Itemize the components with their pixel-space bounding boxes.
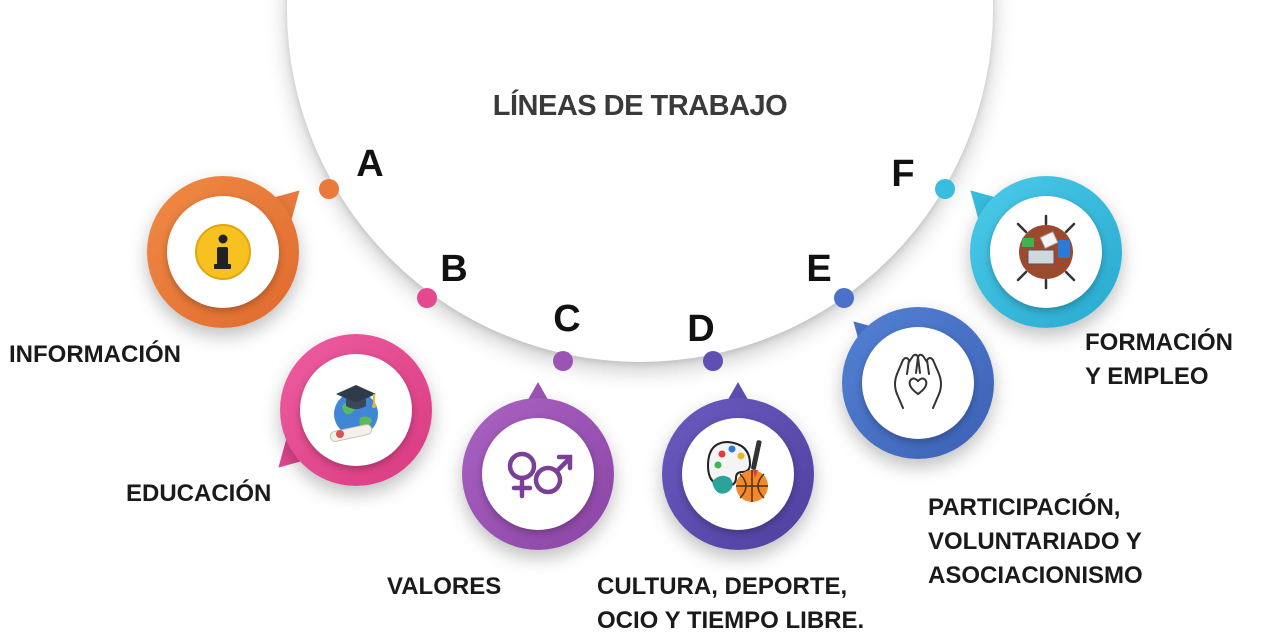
label-educacion: EDUCACIÓN	[126, 477, 271, 511]
bubble-participacion	[841, 307, 994, 459]
bubble-informacion	[147, 176, 312, 328]
connector-dot-b	[417, 288, 437, 308]
bubble-formacion	[958, 176, 1122, 328]
bubble-inner	[482, 418, 594, 530]
connector-dot-e	[834, 288, 854, 308]
bubble-cultura	[662, 382, 814, 550]
bubble-educacion	[266, 334, 432, 486]
caring-hands-icon	[894, 353, 942, 409]
graduation-globe-icon	[329, 385, 378, 442]
label-line: OCIO Y TIEMPO LIBRE.	[597, 607, 865, 634]
info-icon	[195, 224, 251, 280]
item-letter-e: E	[806, 248, 832, 290]
label-line: Y EMPLEO	[1085, 363, 1209, 390]
item-letter-d: D	[687, 308, 715, 350]
label-line: EDUCACIÓN	[126, 480, 272, 507]
connector-dot-d	[703, 351, 723, 371]
label-line: FORMACIÓN	[1085, 329, 1233, 356]
bubble-valores	[462, 382, 614, 550]
bubble-inner	[682, 418, 794, 530]
label-line: VALORES	[387, 573, 502, 600]
gender-symbols-icon	[507, 451, 573, 499]
item-letter-b: B	[440, 248, 468, 290]
label-line: ASOCIACIONISMO	[928, 562, 1143, 589]
bubble-inner	[990, 196, 1102, 308]
item-letter-f: F	[891, 153, 915, 195]
diagram-title: LÍNEAS DE TRABAJO	[492, 90, 788, 122]
teamwork-desk-icon	[1016, 214, 1076, 290]
connector-dot-c	[553, 351, 573, 371]
bubble-inner	[862, 327, 974, 439]
label-line: CULTURA, DEPORTE,	[597, 573, 848, 600]
label-formacion: FORMACIÓN Y EMPLEO	[1085, 326, 1233, 394]
palette-basketball-icon	[706, 440, 768, 502]
item-letter-a: A	[356, 143, 384, 185]
bubble-inner	[300, 354, 412, 466]
connector-dot-f	[935, 179, 955, 199]
label-cultura: CULTURA, DEPORTE, OCIO Y TIEMPO LIBRE.	[597, 570, 864, 638]
label-line: INFORMACIÓN	[9, 341, 181, 368]
label-participacion: PARTICIPACIÓN, VOLUNTARIADO Y ASOCIACION…	[928, 491, 1143, 593]
item-letter-c: C	[553, 298, 581, 340]
label-valores: VALORES	[387, 570, 501, 604]
connector-dot-a	[319, 179, 339, 199]
label-line: PARTICIPACIÓN,	[928, 494, 1121, 521]
label-line: VOLUNTARIADO Y	[928, 528, 1142, 555]
bubble-inner	[167, 196, 279, 308]
label-informacion: INFORMACIÓN	[9, 338, 181, 372]
